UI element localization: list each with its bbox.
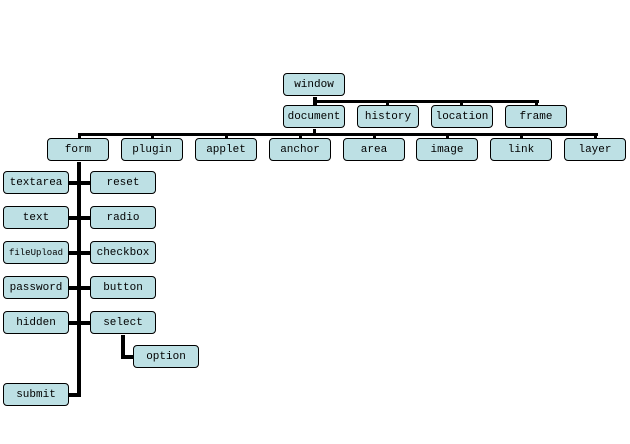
connector [460, 100, 463, 105]
node-area: area [343, 138, 405, 161]
node-frame: frame [505, 105, 567, 128]
node-document: document [283, 105, 345, 128]
node-button: button [90, 276, 156, 299]
node-image: image [416, 138, 478, 161]
node-password: password [3, 276, 69, 299]
node-checkbox: checkbox [90, 241, 156, 264]
node-location: location [431, 105, 493, 128]
node-select: select [90, 311, 156, 334]
connector [68, 321, 90, 325]
connector [373, 133, 376, 138]
node-applet: applet [195, 138, 257, 161]
connector [151, 133, 154, 138]
node-submit: submit [3, 383, 69, 406]
node-layer: layer [564, 138, 626, 161]
node-link: link [490, 138, 552, 161]
connector [535, 100, 538, 105]
node-textarea: textarea [3, 171, 69, 194]
form-trunk [77, 162, 81, 397]
connector [299, 133, 302, 138]
node-radio: radio [90, 206, 156, 229]
connector [68, 181, 90, 185]
connector [313, 129, 316, 134]
connector [121, 355, 133, 359]
connector [594, 133, 597, 138]
node-hidden: hidden [3, 311, 69, 334]
connector [68, 393, 80, 397]
node-text: text [3, 206, 69, 229]
connector [68, 251, 90, 255]
connector [68, 216, 90, 220]
connector [446, 133, 449, 138]
node-anchor: anchor [269, 138, 331, 161]
node-form: form [47, 138, 109, 161]
node-fileupload: fileUpload [3, 241, 69, 264]
node-window: window [283, 73, 345, 96]
node-option: option [133, 345, 199, 368]
node-reset: reset [90, 171, 156, 194]
node-plugin: plugin [121, 138, 183, 161]
connector [386, 100, 389, 105]
connector [68, 286, 90, 290]
connector [225, 133, 228, 138]
node-history: history [357, 105, 419, 128]
connector [520, 133, 523, 138]
connector [78, 133, 81, 138]
connector [313, 100, 539, 103]
connector [121, 335, 125, 359]
connector [78, 133, 598, 136]
